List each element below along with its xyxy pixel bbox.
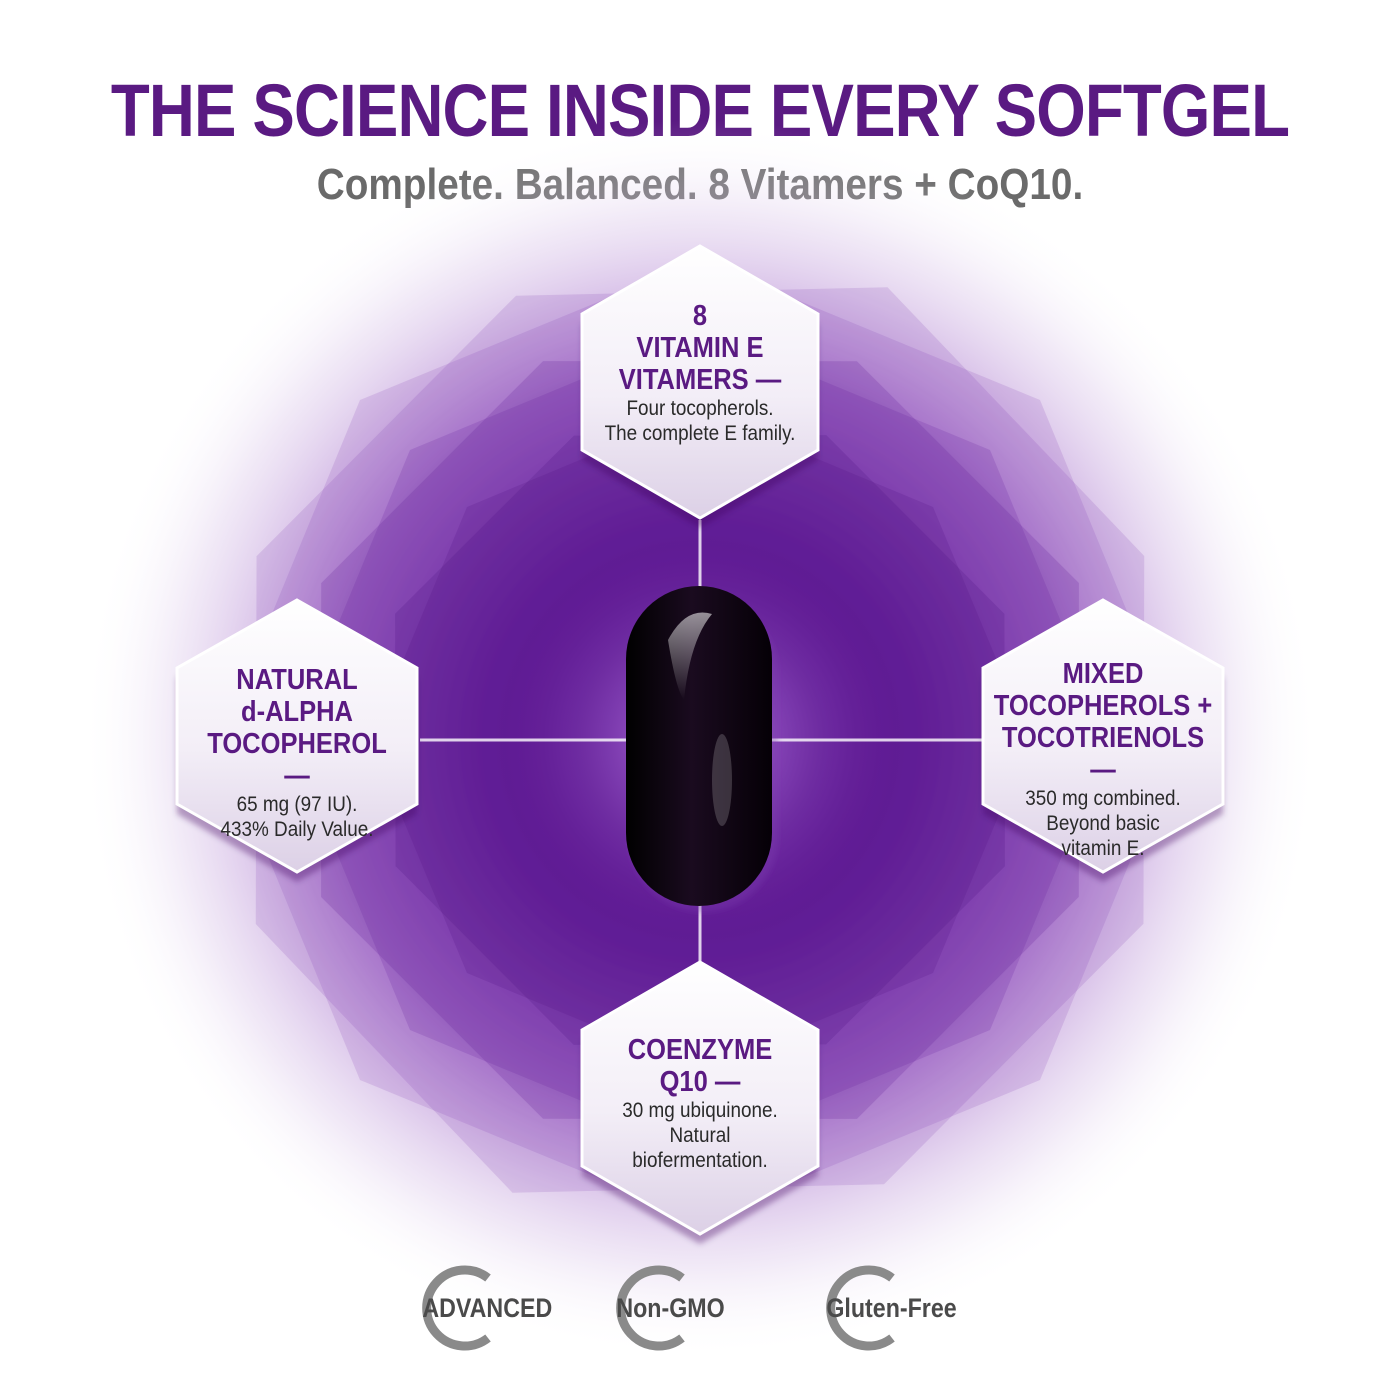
hex-bottom-body-2: Natural xyxy=(669,1124,731,1147)
badge-icons xyxy=(422,1265,895,1351)
badge-non-gmo-label: Non-GMO xyxy=(616,1292,725,1323)
hex-bottom-body-1: 30 mg ubiquinone. xyxy=(622,1099,778,1122)
hex-left-text: NATURAL d-ALPHA TOCOPHEROL — 65 mg (97 I… xyxy=(177,664,417,842)
hexagon-bottom xyxy=(580,960,820,1244)
hex-bottom-heading-1: COENZYME xyxy=(627,1034,773,1066)
hex-top-body-1: Four tocopherols. xyxy=(626,397,774,420)
hex-right-body-3: vitamin E. xyxy=(1061,837,1145,860)
badge-gluten-free: Gluten-Free xyxy=(804,1268,982,1348)
hex-right-body-2: Beyond basic xyxy=(1046,812,1160,835)
hex-bottom-text: COENZYME Q10 — 30 mg ubiquinone. Natural… xyxy=(580,1034,820,1173)
hex-bottom-body-3: biofermentation. xyxy=(632,1149,768,1172)
hex-left-heading-3: TOCOPHEROL — xyxy=(207,728,387,792)
softgel-capsule xyxy=(626,586,778,912)
hex-right-heading-1: MIXED xyxy=(1062,658,1144,690)
hex-top-heading-1: 8 xyxy=(692,300,708,332)
hexagon-top xyxy=(580,244,820,528)
hex-top-heading-3: VITAMERS — xyxy=(618,364,782,396)
hexagon-left xyxy=(175,598,419,882)
hex-top-heading-2: VITAMIN E xyxy=(636,332,764,364)
hex-bottom-heading-2: Q10 — xyxy=(659,1066,741,1098)
badge-non-gmo: Non-GMO xyxy=(594,1268,746,1348)
hex-left-heading-2: d-ALPHA xyxy=(240,696,353,728)
hex-left-body-1: 65 mg (97 IU). xyxy=(236,793,358,816)
hex-right-heading-3: TOCOTRIENOLS — xyxy=(1001,722,1205,786)
hex-top-body-2: The complete E family. xyxy=(604,422,796,445)
hexagon-right xyxy=(981,598,1225,882)
badge-gluten-free-label: Gluten-Free xyxy=(826,1292,957,1323)
badge-advanced-label: ADVANCED xyxy=(422,1292,553,1323)
hex-left-body-2: 433% Daily Value. xyxy=(220,818,374,841)
hex-top-text: 8 VITAMIN E VITAMERS — Four tocopherols.… xyxy=(580,300,820,446)
hex-right-body-1: 350 mg combined. xyxy=(1025,787,1181,810)
hex-right-heading-2: TOCOPHEROLS + xyxy=(993,690,1213,722)
hex-right-text: MIXED TOCOPHEROLS + TOCOTRIENOLS — 350 m… xyxy=(978,658,1228,861)
badge-advanced: ADVANCED xyxy=(400,1268,577,1348)
hex-left-heading-1: NATURAL xyxy=(236,664,358,696)
